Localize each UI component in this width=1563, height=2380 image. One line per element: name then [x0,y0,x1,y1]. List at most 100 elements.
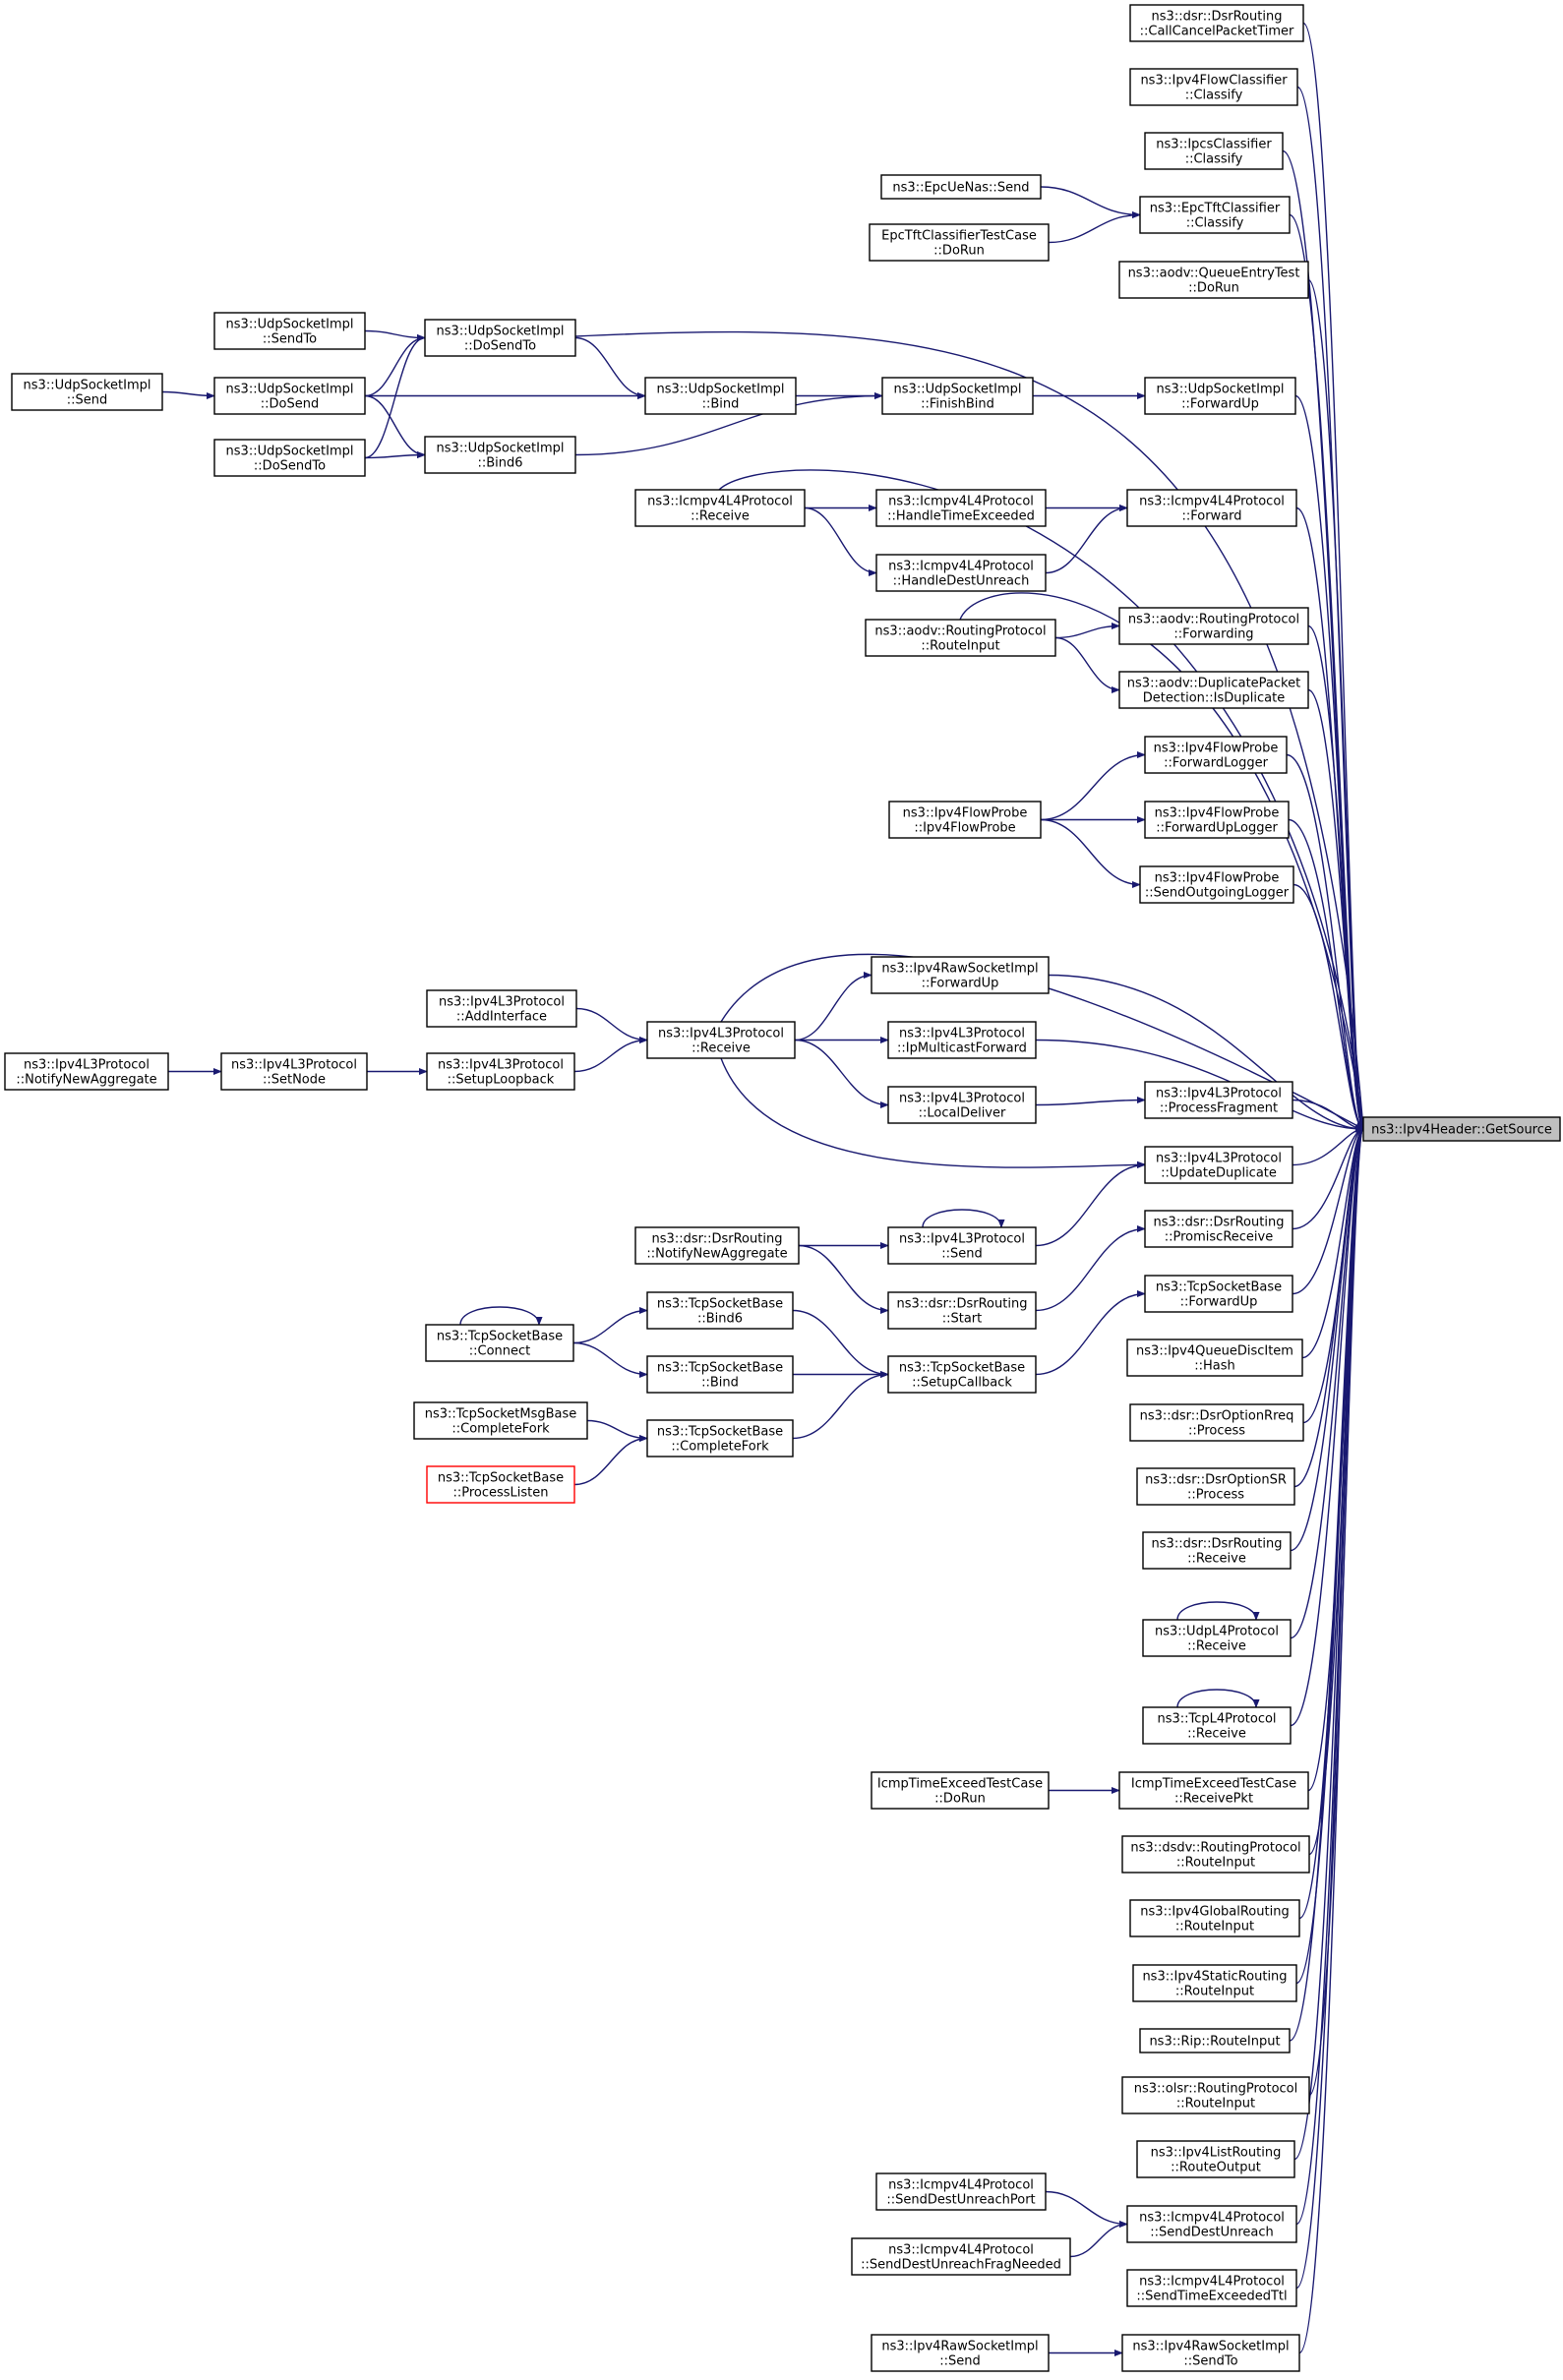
node-tcp-setupcb[interactable]: ns3::TcpSocketBase::SetupCallback [887,1355,1037,1394]
node-label-line: ns3::aodv::DuplicatePacket [1127,677,1300,691]
node-l3-setnode[interactable]: ns3::Ipv4L3Protocol::SetNode [220,1052,368,1091]
node-icmpte-dorun[interactable]: IcmpTimeExceedTestCase::DoRun [871,1771,1050,1810]
node-label-line: ns3::Icmpv4L4Protocol [888,560,1034,574]
node-dsr-rreq[interactable]: ns3::dsr::DsrOptionRreq::Process [1129,1403,1304,1442]
node-fp-ctor[interactable]: ns3::Ipv4FlowProbe::Ipv4FlowProbe [888,801,1042,839]
node-udp-dosendto-l[interactable]: ns3::UdpSocketImpl::DoSendTo [213,439,366,477]
node-epctftt[interactable]: EpcTftClassifierTestCase::DoRun [869,223,1050,262]
node-epcnas[interactable]: ns3::EpcUeNas::Send [880,174,1042,200]
node-label-line: ns3::aodv::QueueEntryTest [1128,267,1300,281]
node-icmp-sdufn[interactable]: ns3::Icmpv4L4Protocol::SendDestUnreachFr… [851,2237,1071,2276]
node-tcp-pl[interactable]: ns3::TcpSocketBase::ProcessListen [426,1465,575,1504]
node-label-line: ns3::Ipv4L3Protocol [899,1092,1025,1106]
node-fp-ful[interactable]: ns3::Ipv4FlowProbe::ForwardUpLogger [1144,801,1290,839]
node-label-line: ns3::Ipv4RawSocketImpl [881,962,1038,977]
node-label-line: ns3::Ipv4L3Protocol [438,1058,564,1073]
node-udp-dosend[interactable]: ns3::UdpSocketImpl::DoSend [213,377,366,415]
node-focus[interactable]: ns3::Ipv4Header::GetSource [1362,1116,1561,1142]
node-label-line: ::FinishBind [921,397,994,412]
node-raw-sendto[interactable]: ns3::Ipv4RawSocketImpl::SendTo [1121,2334,1300,2372]
node-icmp-hte[interactable]: ns3::Icmpv4L4Protocol::HandleTimeExceede… [875,489,1047,527]
node-label-line: ns3::dsr::DsrOptionSR [1145,1473,1287,1488]
node-list-ro[interactable]: ns3::Ipv4ListRouting::RouteOutput [1136,2140,1295,2178]
node-ipcs[interactable]: ns3::IpcsClassifier::Classify [1144,132,1284,170]
node-dsr-sr[interactable]: ns3::dsr::DsrOptionSR::Process [1136,1467,1295,1506]
node-l3-send[interactable]: ns3::Ipv4L3Protocol::Send [887,1226,1037,1265]
node-tcpmsg-cf[interactable]: ns3::TcpSocketMsgBase::CompleteFork [413,1401,588,1440]
node-dsr-pr[interactable]: ns3::dsr::DsrRouting::PromiscReceive [1144,1210,1293,1248]
node-l3-recv[interactable]: ns3::Ipv4L3Protocol::Receive [646,1021,796,1059]
node-dsr-start[interactable]: ns3::dsr::DsrRouting::Start [887,1291,1037,1330]
node-udp-send[interactable]: ns3::UdpSocketImpl::Send [11,373,163,411]
node-dsr-nna[interactable]: ns3::dsr::DsrRouting::NotifyNewAggregate [634,1226,800,1265]
node-tcpl4-recv[interactable]: ns3::TcpL4Protocol::Receive [1142,1706,1292,1745]
node-label-line: ns3::TcpSocketBase [1156,1280,1282,1295]
node-rip-ri[interactable]: ns3::Rip::RouteInput [1139,2028,1291,2053]
node-label-line: ::Receive [1187,1552,1246,1567]
node-label-line: ns3::Icmpv4L4Protocol [647,495,793,509]
node-tcp-fwdup[interactable]: ns3::TcpSocketBase::ForwardUp [1144,1275,1293,1313]
node-icmp-recv[interactable]: ns3::Icmpv4L4Protocol::Receive [634,489,806,527]
node-aodv-ri[interactable]: ns3::aodv::RoutingProtocol::RouteInput [865,619,1056,657]
node-label-line: ns3::UdpSocketImpl [437,325,565,339]
node-udp-dosendto-m[interactable]: ns3::UdpSocketImpl::DoSendTo [424,319,576,357]
node-fp-fl[interactable]: ns3::Ipv4FlowProbe::ForwardLogger [1144,736,1288,774]
node-udp-sendto[interactable]: ns3::UdpSocketImpl::SendTo [213,312,366,350]
node-label-line: ns3::aodv::RoutingProtocol [1128,613,1299,627]
node-label-line: ::SendDestUnreachPort [886,2193,1035,2208]
node-label-line: ns3::UdpSocketImpl [24,379,151,393]
node-l3-ipmf[interactable]: ns3::Ipv4L3Protocol::IpMulticastForward [887,1021,1037,1059]
node-udpl4-recv[interactable]: ns3::UdpL4Protocol::Receive [1142,1619,1292,1657]
node-l3-setloop[interactable]: ns3::Ipv4L3Protocol::SetupLoopback [426,1052,575,1091]
node-l3-pf[interactable]: ns3::Ipv4L3Protocol::ProcessFragment [1144,1081,1293,1119]
node-label-line: ns3::TcpSocketBase [657,1297,783,1312]
node-tcp-bind[interactable]: ns3::TcpSocketBase::Bind [646,1355,794,1394]
edge-n_icmp_sdup-to-n_icmp_sdu [1045,2190,1128,2229]
node-icmp-sdu[interactable]: ns3::Icmpv4L4Protocol::SendDestUnreach [1126,2205,1297,2243]
edge-n_epcnas-to-n_epctft [1040,186,1141,219]
node-tcp-cf[interactable]: ns3::TcpSocketBase::CompleteFork [646,1419,794,1458]
node-qdisc-hash[interactable]: ns3::Ipv4QueueDiscItem::Hash [1126,1339,1303,1377]
node-static-ri[interactable]: ns3::Ipv4StaticRouting::RouteInput [1132,1964,1297,2002]
node-flowcls[interactable]: ns3::Ipv4FlowClassifier::Classify [1129,68,1298,106]
node-tcp-connect[interactable]: ns3::TcpSocketBase::Connect [425,1324,574,1362]
node-label-line: ::SendTo [1183,2354,1237,2369]
node-cancel[interactable]: ns3::dsr::DsrRouting::CallCancelPacketTi… [1129,4,1304,42]
node-label-line: ns3::Ipv4FlowProbe [1155,871,1280,886]
node-raw-fwdup[interactable]: ns3::Ipv4RawSocketImpl::ForwardUp [871,956,1050,994]
node-icmp-hdu[interactable]: ns3::Icmpv4L4Protocol::HandleDestUnreach [875,554,1047,592]
node-udp-bind[interactable]: ns3::UdpSocketImpl::Bind [644,377,797,415]
node-icmp-stet[interactable]: ns3::Icmpv4L4Protocol::SendTimeExceededT… [1126,2269,1297,2307]
node-glob-ri[interactable]: ns3::Ipv4GlobalRouting::RouteInput [1129,1899,1300,1937]
node-label-line: ns3::dsr::DsrRouting [1154,1216,1285,1230]
node-l3-ld[interactable]: ns3::Ipv4L3Protocol::LocalDeliver [887,1086,1037,1124]
node-l3-nna[interactable]: ns3::Ipv4L3Protocol::NotifyNewAggregate [4,1052,169,1091]
edge-n_icmp_hdu-to-n_icmp_fwd [1045,504,1128,574]
node-aodv-fwd[interactable]: ns3::aodv::RoutingProtocol::Forwarding [1118,607,1309,645]
node-l3-ud[interactable]: ns3::Ipv4L3Protocol::UpdateDuplicate [1144,1146,1293,1184]
node-dsdv-ri[interactable]: ns3::dsdv::RoutingProtocol::RouteInput [1121,1835,1310,1874]
edge-n_tcp_connect-to-n_tcp_bind6 [572,1306,648,1344]
node-aodv-dup[interactable]: ns3::aodv::DuplicatePacketDetection::IsD… [1118,671,1309,709]
node-label-line: ns3::EpcTftClassifier [1150,202,1281,216]
node-label-line: ns3::TcpSocketBase [899,1361,1025,1376]
node-icmp-sdup[interactable]: ns3::Icmpv4L4Protocol::SendDestUnreachPo… [875,2172,1047,2211]
node-udp-fwdup[interactable]: ns3::UdpSocketImpl::ForwardUp [1144,377,1296,415]
node-raw-send[interactable]: ns3::Ipv4RawSocketImpl::Send [871,2334,1050,2372]
node-dsr-recv[interactable]: ns3::dsr::DsrRouting::Receive [1142,1531,1292,1570]
node-olsr-ri[interactable]: ns3::olsr::RoutingProtocol::RouteInput [1121,2076,1310,2114]
node-udp-finishbind[interactable]: ns3::UdpSocketImpl::FinishBind [881,377,1034,415]
edge-n_tcpl4_recv-to-n_focus [1290,1125,1364,1727]
node-l3-addif[interactable]: ns3::Ipv4L3Protocol::AddInterface [426,989,577,1028]
edge-n_l3_recv-to-n_l3_ld [794,1039,889,1109]
node-udp-bind6[interactable]: ns3::UdpSocketImpl::Bind6 [424,436,576,474]
node-epctft[interactable]: ns3::EpcTftClassifier::Classify [1139,196,1291,234]
node-fp-sol[interactable]: ns3::Ipv4FlowProbe::SendOutgoingLogger [1139,865,1294,904]
node-icmpte-rp[interactable]: IcmpTimeExceedTestCase::ReceivePkt [1118,1771,1309,1810]
node-label-line: ns3::dsr::DsrRouting [897,1297,1028,1312]
node-icmp-fwd[interactable]: ns3::Icmpv4L4Protocol::Forward [1126,489,1297,527]
node-tcp-bind6[interactable]: ns3::TcpSocketBase::Bind6 [646,1291,794,1330]
node-aodvqe[interactable]: ns3::aodv::QueueEntryTest::DoRun [1118,261,1309,299]
node-label-line: ::ForwardUpLogger [1156,821,1278,836]
